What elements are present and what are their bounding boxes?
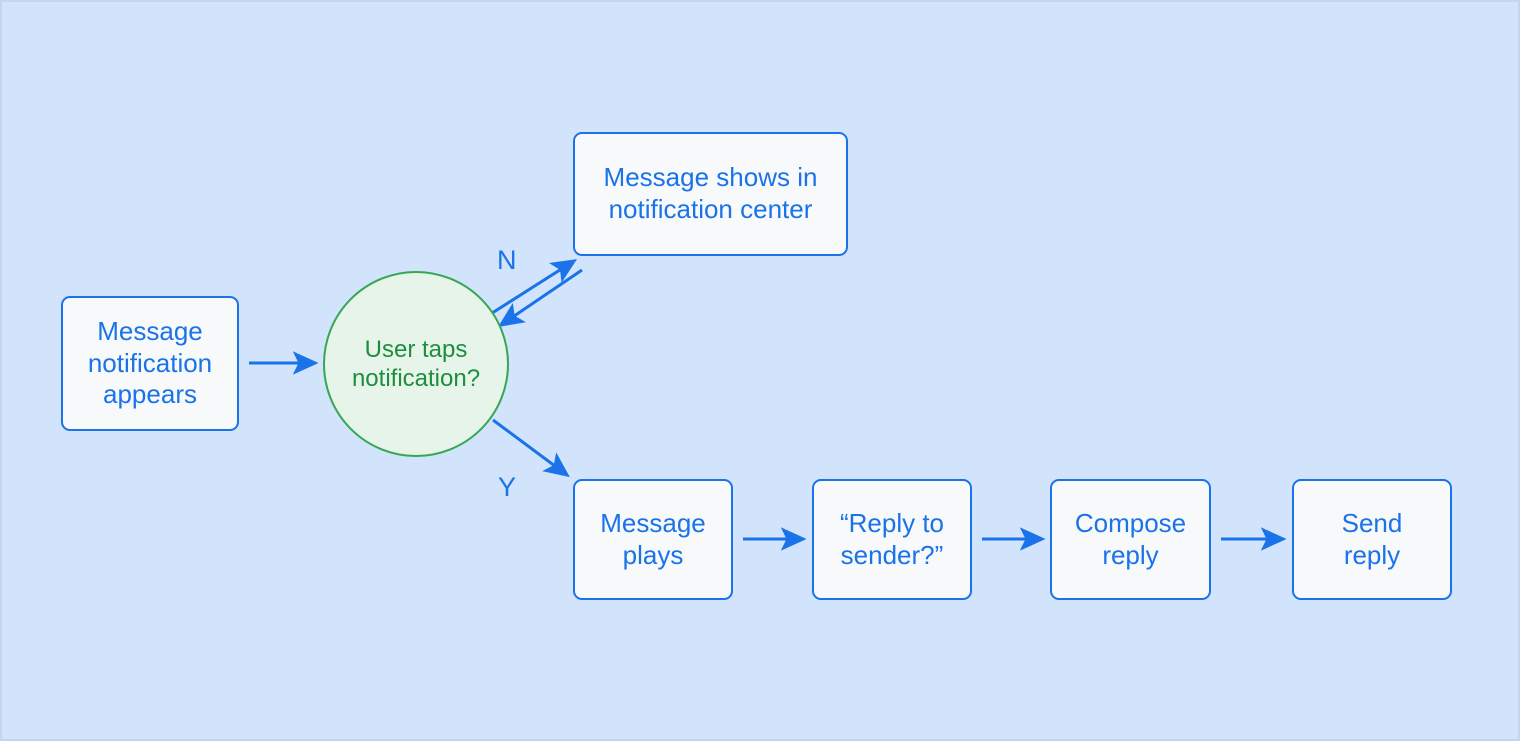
- node-compose-reply[interactable]: Compose reply: [1050, 479, 1211, 600]
- node-message-notification-appears[interactable]: Message notification appears: [61, 296, 239, 431]
- node-user-taps-notification[interactable]: User taps notification?: [323, 271, 509, 457]
- node-reply-to-sender[interactable]: “Reply to sender?”: [812, 479, 972, 600]
- edge-label-yes: Y: [498, 472, 517, 502]
- node-send-reply[interactable]: Send reply: [1292, 479, 1452, 600]
- node-message-plays[interactable]: Message plays: [573, 479, 733, 600]
- node-message-shows-in-notification-center[interactable]: Message shows in notification center: [573, 132, 848, 256]
- edge-notification-center-to-decision: [498, 268, 583, 328]
- edge-label-no: N: [497, 245, 517, 275]
- edge-decision-to-message-plays: [492, 418, 570, 478]
